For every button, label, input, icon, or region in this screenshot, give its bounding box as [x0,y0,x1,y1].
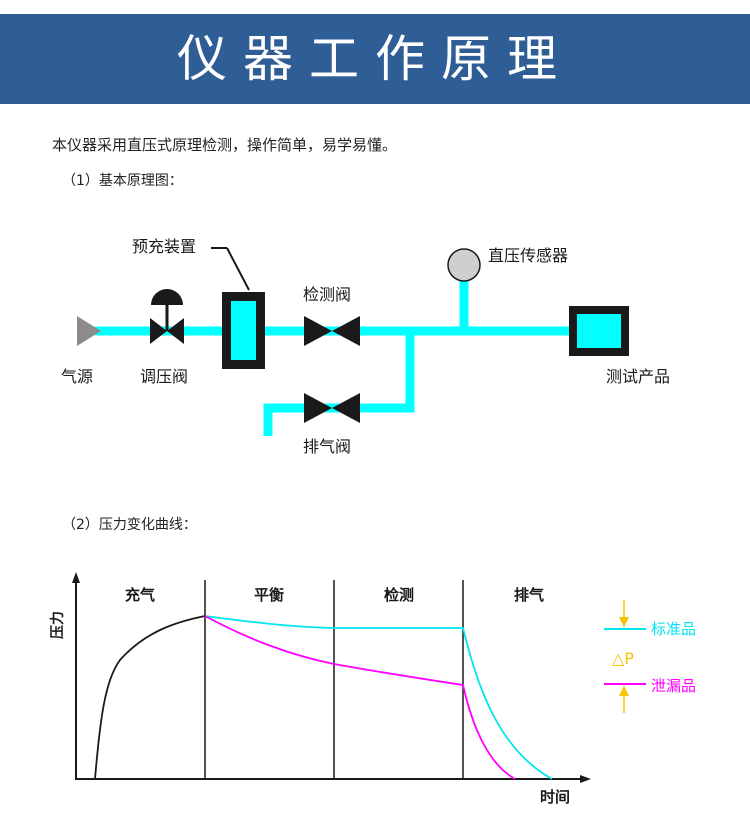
page-title: 仪器工作原理 [177,30,573,88]
label-source: 气源 [61,367,93,386]
standard-curve [204,615,553,780]
legend-leak-label: 泄漏品 [651,677,696,695]
test-valve-icon [304,316,360,346]
section2-heading: （2）压力变化曲线： [62,517,197,533]
x-axis-label: 时间 [540,788,570,806]
x-axis-arrow [580,775,591,783]
phase-label-detect: 检测 [384,586,414,604]
phase-label-exhaust: 排气 [514,586,544,604]
legend-arrow-up-icon [619,686,629,696]
leak-curve [204,615,516,780]
legend-standard-label: 标准品 [651,620,696,638]
gas-source-icon [77,316,101,346]
intro-text: 本仪器采用直压式原理检测，操作简单，易学易懂。 [52,136,398,154]
test-product [569,306,629,356]
exhaust-valve-icon [304,393,360,423]
label-exhaust-valve: 排气阀 [303,437,351,456]
regulator-valve-icon [150,289,184,344]
y-axis-arrow [72,572,80,583]
label-test-valve: 检测阀 [303,285,351,304]
principle-diagram: 预充装置 直压传感器 检测阀 气源 调压阀 测试产品 排气阀 [61,237,670,456]
exhaust-pipe [263,331,415,436]
section1-heading: （1）基本原理图： [62,173,183,189]
phase-label-fill: 充气 [125,586,155,604]
legend-delta-label: △P [612,649,634,668]
label-regulator: 调压阀 [140,367,188,386]
pressure-sensor-icon [447,248,481,282]
header-banner [0,14,750,104]
precharge-device [211,247,265,369]
phase-label-balance: 平衡 [254,586,284,604]
y-axis-label: 压力 [49,611,66,639]
label-sensor: 直压传感器 [488,246,568,265]
pressure-chart: 充气 平衡 检测 排气 压力 时间 标准品 △P 泄漏品 [49,572,696,806]
label-product: 测试产品 [606,367,670,386]
chart-legend: 标准品 △P 泄漏品 [604,600,696,713]
fill-curve [94,615,206,780]
label-precharge: 预充装置 [132,237,196,256]
legend-arrow-down-icon [619,617,629,627]
